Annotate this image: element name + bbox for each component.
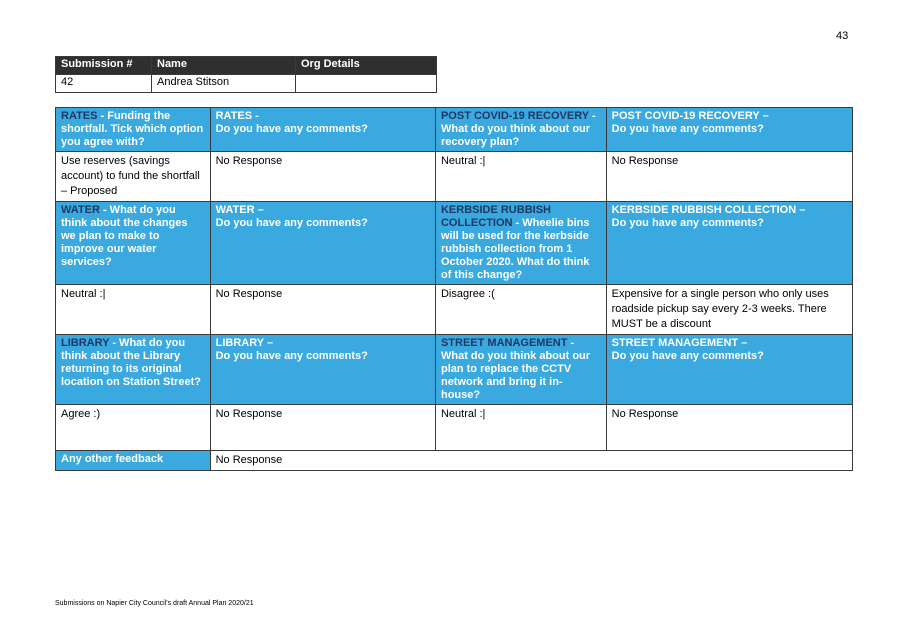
kerbside-answer: Disagree :( bbox=[434, 284, 607, 335]
library-comment-answer: No Response bbox=[209, 404, 436, 451]
water-comment-answer: No Response bbox=[209, 284, 436, 335]
water-comment-topic: WATER – bbox=[215, 204, 264, 216]
covid-comment-text: Do you have any comments? bbox=[611, 123, 764, 135]
covid-topic: POST COVID-19 RECOVERY bbox=[440, 110, 589, 122]
covid-question: POST COVID-19 RECOVERY - What do you thi… bbox=[434, 107, 607, 152]
rates-question: RATES - Funding the shortfall. Tick whic… bbox=[55, 107, 211, 152]
rates-question-text: - Funding the shortfall. Tick which opti… bbox=[61, 110, 204, 148]
street-question: STREET MANAGEMENT - What do you think ab… bbox=[434, 334, 607, 405]
street-comment-text: Do you have any comments? bbox=[611, 350, 764, 362]
rates-comment-question: RATES -Do you have any comments? bbox=[209, 107, 436, 152]
street-answer: Neutral :| bbox=[434, 404, 607, 451]
library-question: LIBRARY - What do you think about the Li… bbox=[55, 334, 211, 405]
covid-comment-topic: POST COVID-19 RECOVERY – bbox=[611, 110, 769, 122]
header-name-label: Name bbox=[151, 56, 296, 75]
library-comment-text: Do you have any comments? bbox=[215, 350, 368, 362]
library-comment-question: LIBRARY –Do you have any comments? bbox=[209, 334, 436, 405]
other-feedback-answer: No Response bbox=[209, 450, 854, 471]
kerbside-topic: KERBSIDE RUBBISH COLLECTION bbox=[440, 204, 551, 229]
water-question: WATER - What do you think about the chan… bbox=[55, 201, 211, 285]
page-number: 43 bbox=[836, 30, 849, 42]
kerbside-question: KERBSIDE RUBBISH COLLECTION - Wheelie bi… bbox=[434, 201, 607, 285]
rates-comment-text: Do you have any comments? bbox=[215, 123, 368, 135]
kerbside-comment-answer: Expensive for a single person who only u… bbox=[605, 284, 854, 335]
covid-answer: Neutral :| bbox=[434, 151, 607, 202]
street-comment-question: STREET MANAGEMENT –Do you have any comme… bbox=[605, 334, 854, 405]
org-details bbox=[295, 74, 437, 93]
street-comment-topic: STREET MANAGEMENT – bbox=[611, 337, 748, 349]
water-comment-text: Do you have any comments? bbox=[215, 217, 368, 229]
header-submission-label: Submission # bbox=[55, 56, 152, 75]
kerbside-comment-text: Do you have any comments? bbox=[611, 217, 764, 229]
rates-comment-topic: RATES - bbox=[215, 110, 259, 122]
page-footer: Submissions on Napier City Council's dra… bbox=[55, 600, 254, 607]
rates-comment-answer: No Response bbox=[209, 151, 436, 202]
library-topic: LIBRARY bbox=[61, 337, 110, 349]
kerbside-comment-question: KERBSIDE RUBBISH COLLECTION –Do you have… bbox=[605, 201, 854, 285]
covid-question-text: - What do you think about our recovery p… bbox=[440, 110, 596, 148]
library-question-text: - What do you think about the Library re… bbox=[61, 337, 201, 388]
street-question-text: - What do you think about our plan to re… bbox=[440, 337, 591, 401]
kerbside-question-text: - Wheelie bins will be used for the kerb… bbox=[440, 217, 590, 281]
water-answer: Neutral :| bbox=[55, 284, 211, 335]
street-comment-answer: No Response bbox=[605, 404, 854, 451]
library-answer: Agree :) bbox=[55, 404, 211, 451]
water-question-text: - What do you think about the changes we… bbox=[61, 204, 188, 268]
water-topic: WATER bbox=[61, 204, 100, 216]
submission-header-table: Submission # Name Org Details 42 Andrea … bbox=[55, 56, 437, 93]
rates-topic: RATES bbox=[61, 110, 98, 122]
kerbside-comment-topic: KERBSIDE RUBBISH COLLECTION – bbox=[611, 204, 806, 216]
submission-number: 42 bbox=[55, 74, 152, 93]
covid-comment-answer: No Response bbox=[605, 151, 854, 202]
other-feedback-question: Any other feedback bbox=[55, 450, 211, 471]
submitter-name: Andrea Stitson bbox=[151, 74, 296, 93]
street-topic: STREET MANAGEMENT bbox=[440, 337, 568, 349]
rates-answer: Use reserves (savings account) to fund t… bbox=[55, 151, 211, 202]
covid-comment-question: POST COVID-19 RECOVERY –Do you have any … bbox=[605, 107, 854, 152]
header-org-label: Org Details bbox=[295, 56, 437, 75]
library-comment-topic: LIBRARY – bbox=[215, 337, 274, 349]
water-comment-question: WATER –Do you have any comments? bbox=[209, 201, 436, 285]
submission-responses-table: RATES - Funding the shortfall. Tick whic… bbox=[55, 107, 854, 471]
